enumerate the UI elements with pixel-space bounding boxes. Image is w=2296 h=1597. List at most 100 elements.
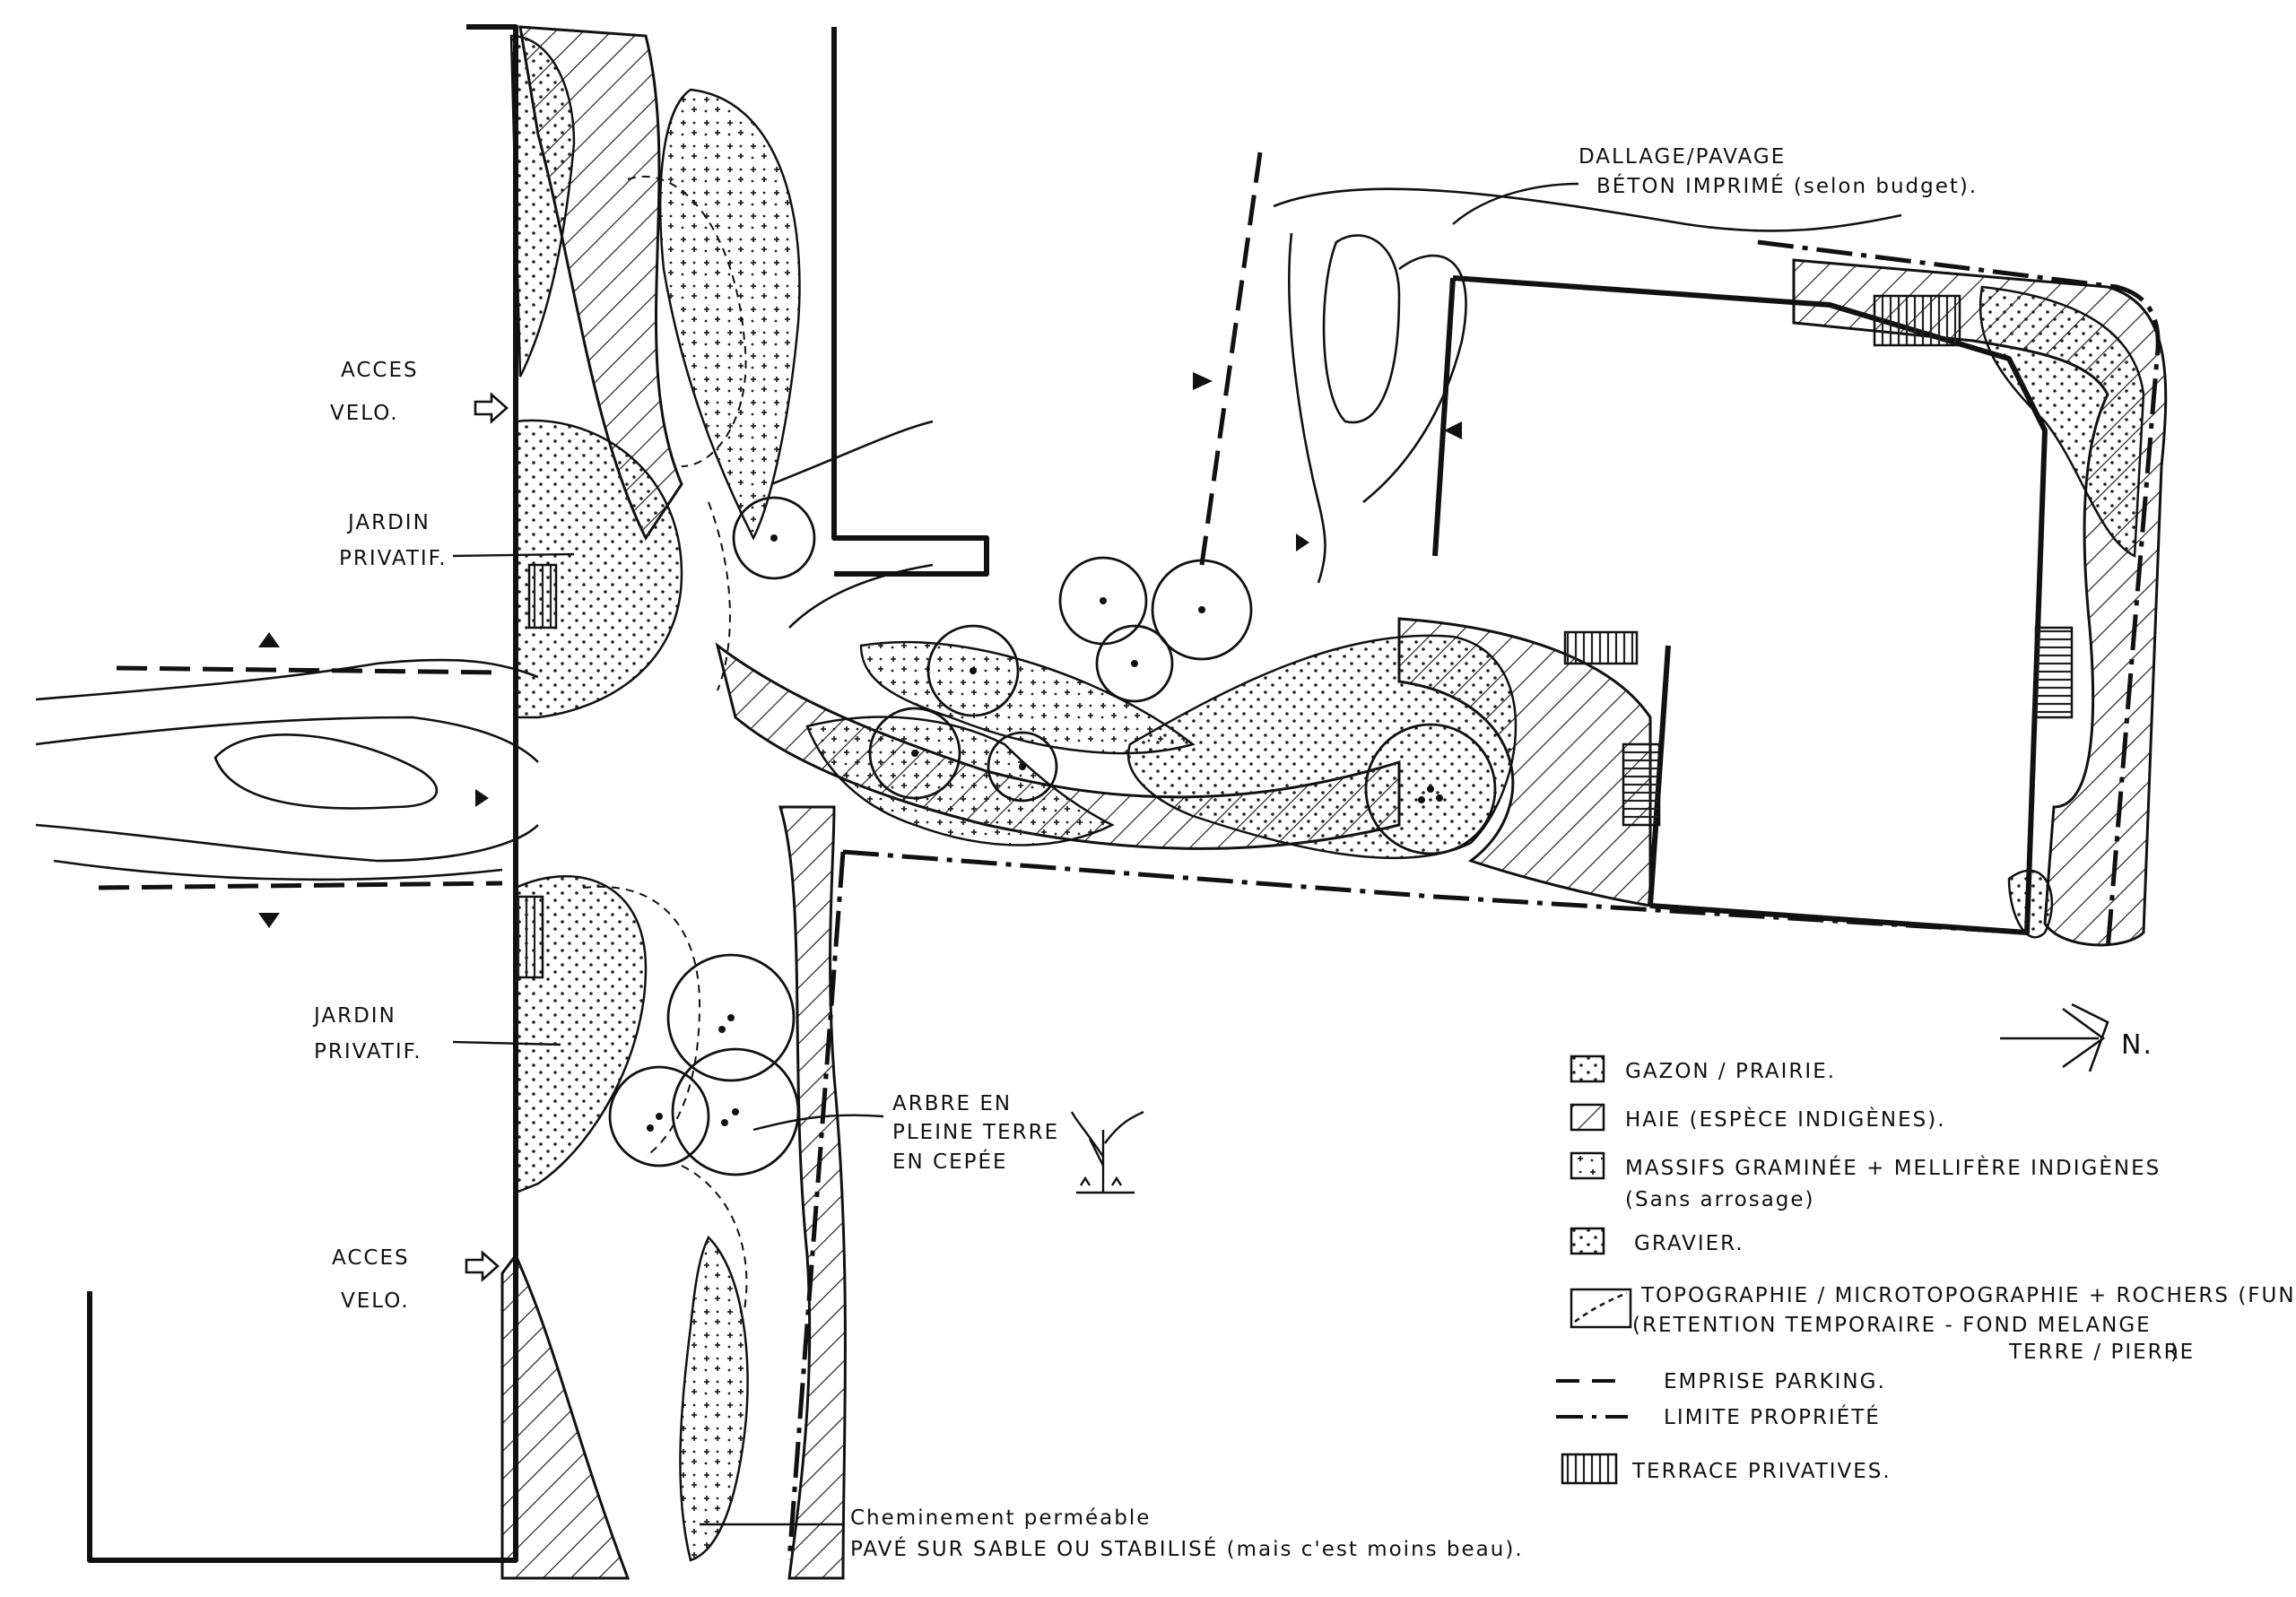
lawn-areas	[509, 34, 2145, 1194]
label-beton: BÉTON IMPRIMÉ (selon budget).	[1596, 173, 1978, 198]
terrace-west-top	[527, 563, 558, 629]
plan-labels: DALLAGE/PAVAGE BÉTON IMPRIMÉ (selon budg…	[312, 145, 2152, 1561]
plaza-curve-2	[788, 563, 934, 629]
terrace-east-right	[1622, 742, 1661, 827]
bed-north-center	[659, 88, 801, 541]
north-arrow-icon	[2000, 1002, 2109, 1072]
label-leaders	[452, 182, 1579, 1526]
legend: GAZON / PRAIRIE. HAIE (ESPÈCE INDIGÈNES)…	[1625, 1060, 2296, 1483]
hedge-left-lower	[500, 1253, 631, 1580]
legend-massifs-2: (Sans arrosage)	[1625, 1188, 1815, 1211]
parking-limit-east-vert	[1199, 152, 1263, 566]
building-west-wall	[87, 24, 518, 1563]
limit-south-horiz	[842, 849, 2028, 935]
topo-south-2	[681, 1165, 748, 1310]
drive-island	[1322, 234, 1401, 424]
legend-topo-3: TERRE / PIERRE	[2008, 1341, 2195, 1364]
legend-topo: TOPOGRAPHIE / MICROTOPOGRAPHIE + ROCHERS…	[1640, 1284, 2296, 1307]
legend-emprise: EMPRISE PARKING.	[1664, 1370, 1886, 1393]
parking-limit-top-left	[116, 665, 503, 675]
bed-center-west	[805, 716, 1115, 846]
legend-swatch-haie	[1570, 1103, 1605, 1132]
building-north-wall	[831, 27, 989, 577]
label-arbre-3: EN CEPÉE	[892, 1149, 1008, 1174]
road-line-1	[35, 658, 539, 701]
legend-swatches	[1556, 1055, 1632, 1485]
parking-limit-bottom-left	[98, 881, 503, 890]
road-island	[213, 733, 439, 810]
tree	[1095, 624, 1174, 703]
property-limits	[787, 239, 2161, 1561]
tree	[987, 731, 1058, 803]
lawn-garden-bottom	[514, 875, 648, 1194]
tree	[666, 953, 796, 1082]
drive-loop-inner	[1288, 232, 1326, 584]
limit-east-top	[1757, 239, 2161, 951]
bed-south-tall	[679, 1235, 749, 1562]
tree	[926, 624, 1020, 717]
road-line-2	[35, 716, 539, 763]
planting-beds	[659, 88, 1196, 1562]
tree-centers	[647, 534, 1443, 1132]
terrace-center	[1563, 630, 1639, 665]
label-jardin-bottom-2: PRIVATIF.	[314, 1040, 422, 1063]
label-acces-velo-top-2: VELO.	[330, 402, 399, 425]
plaza-curve-1	[770, 420, 934, 486]
bike-access-arrow-icon	[465, 392, 509, 1282]
bed-diagonal-center	[859, 640, 1196, 755]
legend-gravier: GRAVIER.	[1634, 1232, 1744, 1255]
triangle-marker	[258, 913, 280, 928]
terrace-west-bottom	[514, 895, 544, 979]
label-arbre-1: ARBRE EN	[892, 1092, 1012, 1115]
building-east-block	[1452, 275, 2048, 935]
lawn-east-edge	[1979, 285, 2145, 558]
building-east-inner	[1432, 277, 1456, 557]
legend-swatch-gazon	[1570, 1055, 1605, 1083]
legend-topo-2: (RETENTION TEMPORAIRE - FOND MELANGE	[1632, 1314, 2152, 1337]
legend-swatch-massifs	[1570, 1151, 1605, 1180]
terraces	[514, 294, 2074, 979]
legend-massifs: MASSIFS GRAMINÉE + MELLIFÈRE INDIGÈNES	[1625, 1155, 2161, 1180]
lawn-garden-top	[514, 419, 683, 719]
tree	[1364, 723, 1497, 855]
legend-swatch-gravier	[1570, 1227, 1605, 1255]
road-line-4	[53, 859, 503, 881]
legend-swatch-topo	[1570, 1288, 1632, 1329]
label-acces-velo-bottom: ACCES	[332, 1246, 410, 1270]
topo-center	[708, 501, 731, 691]
tree-elevation-icon	[1070, 1110, 1144, 1194]
label-arbre-2: PLEINE TERRE	[892, 1121, 1059, 1144]
road-line-3	[35, 823, 539, 863]
label-jardin-top: JARDIN	[346, 511, 430, 534]
label-acces-velo-bottom-2: VELO.	[341, 1289, 410, 1313]
triangle-marker	[1296, 534, 1309, 551]
tree	[1151, 559, 1253, 661]
legend-gazon: GAZON / PRAIRIE.	[1625, 1060, 1836, 1083]
drive-loop-outer	[1273, 187, 1902, 232]
label-cheminement-2: PAVÉ SUR SABLE OU STABILISÉ (mais c'est …	[850, 1536, 1524, 1561]
triangle-marker	[1193, 372, 1213, 390]
label-cheminement: Cheminement perméable	[850, 1506, 1151, 1530]
label-jardin-bottom: JARDIN	[312, 1004, 396, 1028]
drive-curve	[1362, 254, 1467, 504]
label-dallage: DALLAGE/PAVAGE	[1578, 145, 1786, 169]
legend-terrace: TERRACE PRIVATIVES.	[1631, 1460, 1892, 1483]
tree	[608, 1065, 710, 1167]
limit-south-lower	[787, 851, 846, 1561]
terrace-east-edge	[2034, 626, 2074, 719]
lawn-central-band	[1126, 634, 1518, 860]
trees	[608, 496, 1497, 1176]
legend-topo-4: ).	[2170, 1341, 2188, 1364]
legend-swatch-terrace	[1561, 1453, 1618, 1485]
legend-haie: HAIE (ESPÈCE INDIGÈNES).	[1625, 1107, 1946, 1132]
label-jardin-top-2: PRIVATIF.	[339, 547, 448, 570]
triangle-marker	[475, 789, 489, 807]
tree	[671, 1047, 800, 1176]
topo-north	[627, 175, 747, 467]
tree	[868, 707, 961, 800]
entry-markers	[258, 372, 1462, 928]
lawn-north-west	[509, 34, 576, 378]
parking-limits	[98, 152, 1263, 890]
topography-lines	[582, 175, 748, 1310]
